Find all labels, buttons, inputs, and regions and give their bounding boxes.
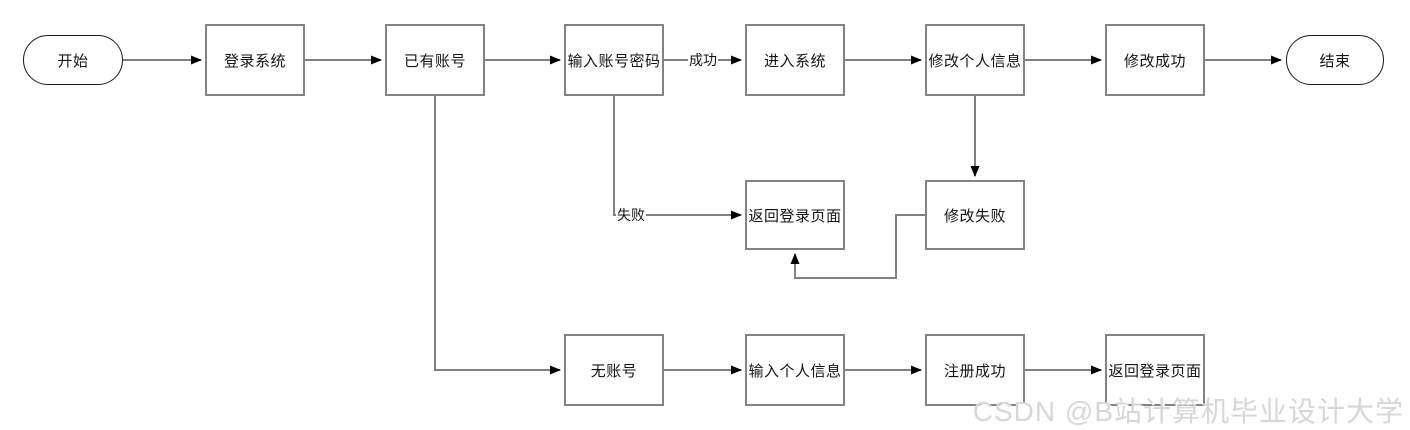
csdn-watermark: CSDN @B站计算机毕业设计大学 xyxy=(972,396,1404,427)
node-enter-credentials: 输入账号密码 xyxy=(564,24,664,96)
node-no-account: 无账号 xyxy=(564,334,664,406)
node-login-system: 登录系统 xyxy=(205,24,305,96)
node-edit-profile: 修改个人信息 xyxy=(925,24,1025,96)
node-return-login-bottom: 返回登录页面 xyxy=(1105,334,1205,406)
edge-has-account-to-no-account xyxy=(434,96,561,375)
edge-label-success: 成功 xyxy=(688,50,718,70)
node-has-account: 已有账号 xyxy=(385,24,485,96)
node-end: 结束 xyxy=(1286,35,1384,85)
node-return-login-mid: 返回登录页面 xyxy=(745,180,845,250)
edge-credentials-fail-to-return-login xyxy=(613,96,742,220)
node-register-success: 注册成功 xyxy=(925,334,1025,406)
node-enter-system: 进入系统 xyxy=(745,24,845,96)
node-edit-fail: 修改失败 xyxy=(925,180,1025,250)
edge-edit-fail-to-return-login xyxy=(790,214,925,279)
edge-label-fail: 失败 xyxy=(616,205,646,225)
node-enter-personal-info: 输入个人信息 xyxy=(745,334,845,406)
node-edit-success: 修改成功 xyxy=(1105,24,1205,96)
node-start: 开始 xyxy=(23,35,123,85)
